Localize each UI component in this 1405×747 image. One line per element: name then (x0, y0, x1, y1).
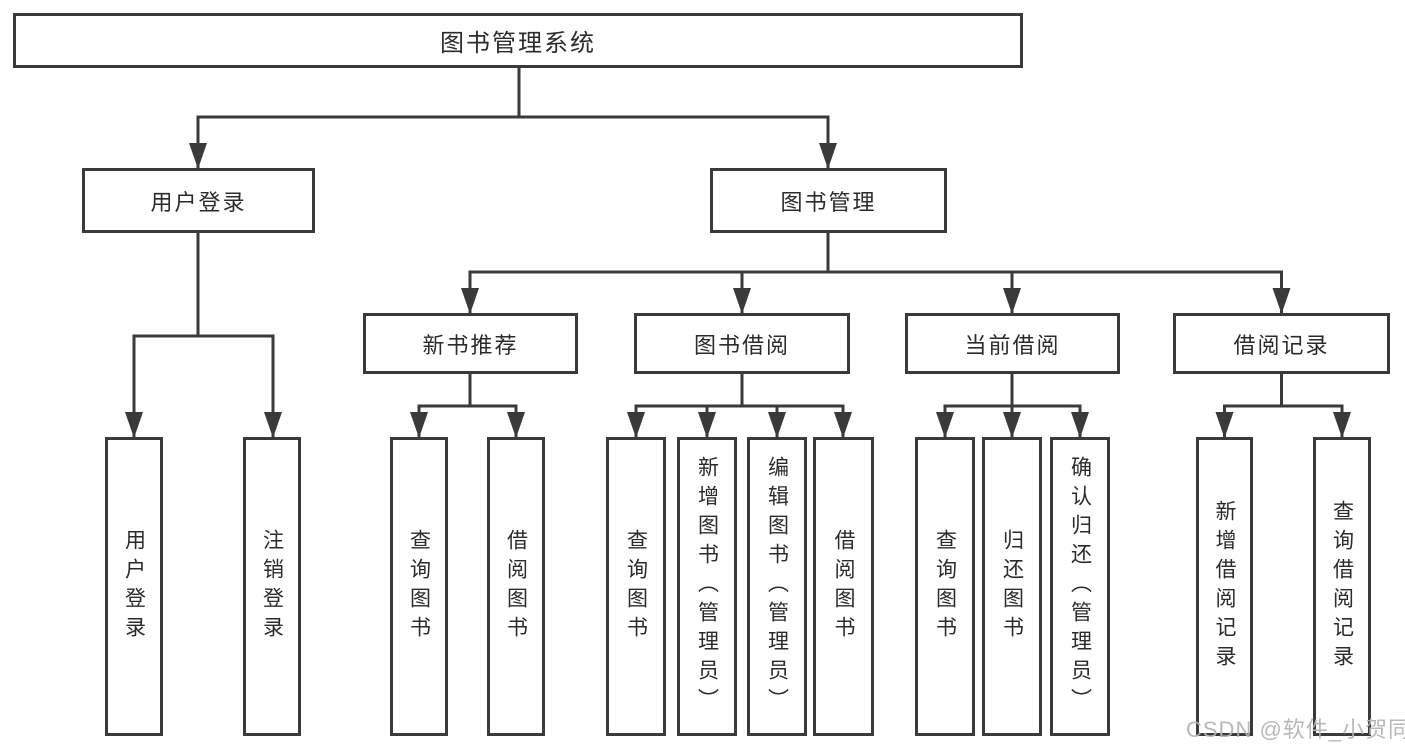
leaf-add-borrow-record: 新增借阅记录 (1196, 437, 1253, 736)
node-label: 借阅记录 (1233, 332, 1330, 358)
node-label: 编辑图书（管理员） (765, 456, 789, 717)
leaf-confirm-return-admin: 确认归还（管理员） (1050, 437, 1110, 736)
node-label: 归还图书 (1000, 528, 1024, 645)
node-label: 借阅图书 (832, 528, 855, 645)
node-book-management: 图书管理 (710, 168, 947, 233)
node-label: 新增图书（管理员） (695, 456, 719, 717)
node-label: 图书管理系统 (440, 30, 596, 57)
node-label: 借阅图书 (504, 528, 528, 645)
node-label: 新书推荐 (422, 332, 519, 358)
node-book-borrowing: 图书借阅 (634, 313, 850, 374)
leaf-add-books-admin: 新增图书（管理员） (677, 437, 737, 736)
leaf-logout: 注销登录 (243, 437, 301, 736)
leaf-return-books: 归还图书 (982, 437, 1042, 736)
node-label: 查询图书 (933, 528, 957, 645)
leaf-query-books: 查询图书 (390, 437, 448, 736)
node-label: 查询图书 (407, 528, 431, 645)
csdn-watermark: CSDN @软件_小贺同学 (1186, 717, 1405, 742)
node-borrowing-records: 借阅记录 (1173, 313, 1390, 374)
leaf-borrow-books: 借阅图书 (813, 437, 874, 736)
node-label: 查询图书 (624, 528, 648, 645)
node-label: 确认归还（管理员） (1068, 456, 1092, 717)
leaf-query-books: 查询图书 (915, 437, 975, 736)
node-label: 用户登录 (122, 528, 146, 645)
node-current-borrowing: 当前借阅 (905, 313, 1120, 374)
node-label: 注销登录 (260, 528, 284, 645)
node-label: 图书借阅 (693, 332, 790, 358)
leaf-query-books: 查询图书 (606, 437, 666, 736)
node-label: 当前借阅 (964, 332, 1061, 358)
node-user-login: 用户登录 (82, 168, 315, 233)
node-label: 新增借阅记录 (1213, 499, 1236, 674)
leaf-query-borrow-record: 查询借阅记录 (1313, 437, 1371, 736)
leaf-user-login: 用户登录 (105, 437, 163, 736)
node-new-book-recommend: 新书推荐 (363, 313, 578, 374)
node-label: 图书管理 (780, 189, 877, 215)
node-library-management-system: 图书管理系统 (13, 13, 1023, 68)
leaf-borrow-books: 借阅图书 (487, 437, 545, 736)
leaf-edit-books-admin: 编辑图书（管理员） (747, 437, 807, 736)
node-label: 查询借阅记录 (1330, 499, 1354, 674)
node-label: 用户登录 (150, 189, 247, 215)
